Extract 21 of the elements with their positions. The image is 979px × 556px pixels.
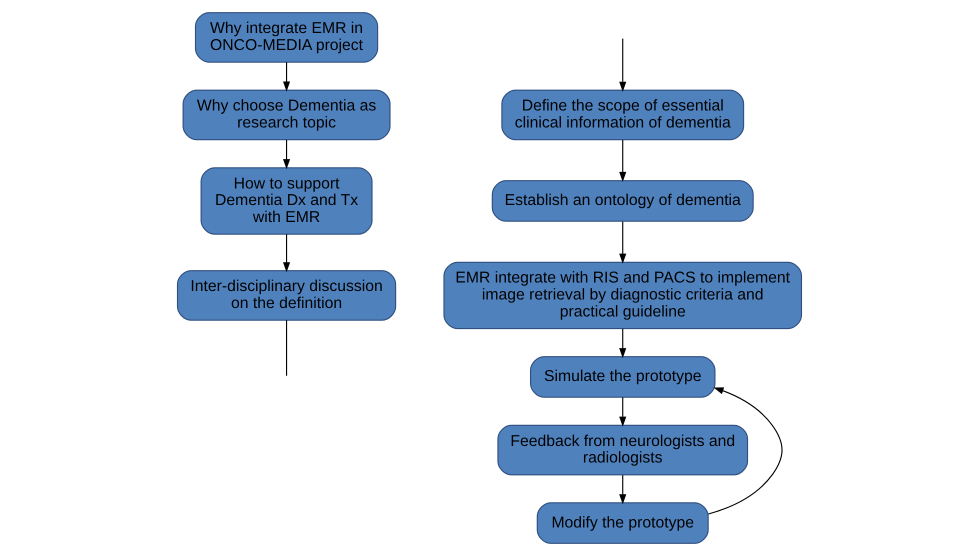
arrow: [619, 222, 626, 264]
arrow: [619, 328, 626, 358]
node-box: Why integrate EMR in ONCO-MEDIA project: [194, 12, 378, 63]
node-box: Simulate the prototype: [530, 356, 716, 398]
arrow: [619, 397, 626, 427]
node-box: EMR integrate with RIS and PACS to implement image retrieval by diagnostic criteria and practical guideline: [443, 262, 802, 330]
node-box: Modify the prototype: [536, 502, 709, 544]
arrow: [283, 234, 290, 272]
node-box: Define the scope of essential clinical information of dementia: [501, 90, 744, 140]
arrow: [619, 140, 626, 182]
node-box: Establish an ontology of dementia: [492, 180, 754, 222]
arrow: [619, 475, 626, 504]
arrow: [708, 387, 783, 515]
connector: [286, 320, 288, 376]
node-box: Why choose Dementia as research topic: [182, 90, 391, 140]
node-box: Feedback from neurologists and radiologists: [497, 424, 748, 476]
arrow: [283, 140, 290, 170]
node-box: Inter-disciplinary discussion on the definition: [176, 270, 396, 321]
arrow: [619, 38, 626, 92]
arrow: [283, 62, 290, 92]
node-box: How to support Dementia Dx and Tx with EMR: [200, 167, 373, 235]
